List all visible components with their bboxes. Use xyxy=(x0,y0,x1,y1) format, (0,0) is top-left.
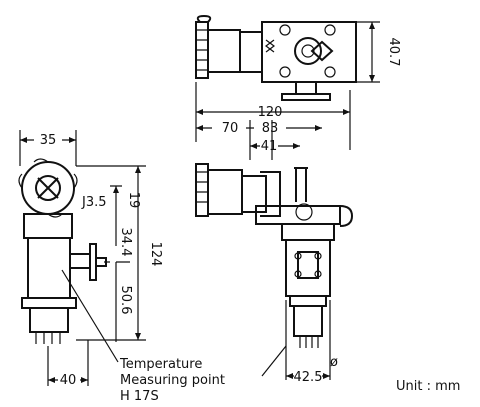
dim-mid-length: 83 xyxy=(262,121,279,136)
dim-base-width: 40 xyxy=(60,373,77,388)
unit-label: Unit : mm xyxy=(396,379,460,394)
dim-upper-height: 34.4 xyxy=(118,228,133,257)
dim-overall-height: 124 xyxy=(148,242,163,267)
dim-overall-length: 120 xyxy=(258,105,283,120)
dim-right-base-width: 42.5 xyxy=(294,370,323,385)
dim-cap-offset: 41 xyxy=(261,139,278,154)
top-view xyxy=(195,14,380,101)
temperature-leader xyxy=(61,269,119,363)
annotation-line1: Temperature xyxy=(119,357,202,372)
annotation-line3: H 17S xyxy=(120,389,159,404)
dim-left-width: 35 xyxy=(40,133,57,148)
dim-lower-height: 50.6 xyxy=(118,286,133,315)
left-view xyxy=(18,130,146,386)
diameter-symbol: ø xyxy=(330,355,338,370)
temperature-leader-right xyxy=(261,345,287,377)
dim-top-height: 40.7 xyxy=(386,38,401,67)
dim-small: 19 xyxy=(126,192,141,209)
dim-front-length: 70 xyxy=(222,121,239,136)
side-view xyxy=(195,163,354,380)
dim-j: J3.5 xyxy=(81,195,107,210)
annotation-line2: Measuring point xyxy=(120,373,225,388)
horizontal-dimensions xyxy=(195,82,351,160)
